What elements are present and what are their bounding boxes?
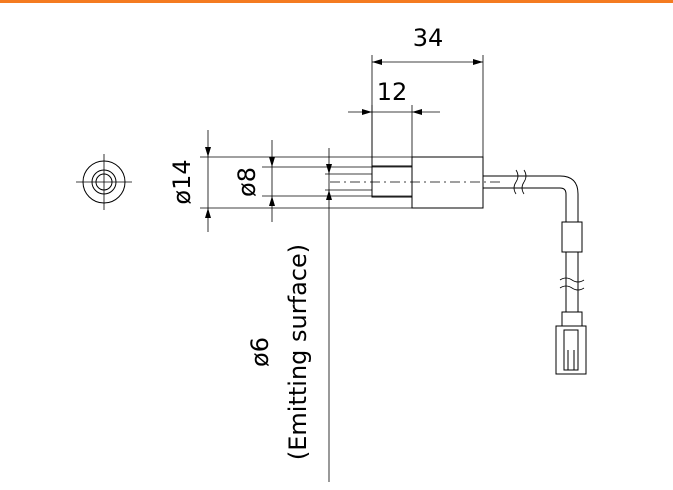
arrow-12-right: [412, 109, 422, 115]
main-body: [411, 156, 484, 209]
arrow-14-bottom: [205, 208, 211, 218]
arrow-34-left: [372, 59, 382, 65]
cable-break-1: [513, 169, 519, 195]
cable-bend-inner: [559, 187, 567, 195]
dim-tip-length: 12: [348, 78, 440, 166]
arrow-6-top: [326, 164, 332, 174]
label-emitting-diameter: ø6: [246, 337, 274, 367]
end-view: [76, 154, 132, 210]
vcable-break-1: [559, 277, 585, 283]
cable-sleeve: [561, 221, 583, 253]
label-outer-diameter: ø14: [168, 159, 196, 204]
arrow-8-top: [269, 157, 275, 167]
dim-overall-length: 34: [371, 24, 484, 166]
cable-bend-outer: [559, 175, 579, 195]
connector-body: [555, 325, 587, 375]
connector-slot: [563, 329, 579, 371]
label-overall-length: 34: [413, 24, 444, 52]
label-emitting-note: (Emitting surface): [284, 244, 312, 460]
dim-emitting-diameter: ø6 (Emitting surface): [246, 148, 372, 482]
tip-section: [371, 165, 413, 198]
arrow-8-bottom: [269, 196, 275, 206]
arrow-14-top: [205, 147, 211, 157]
dim-outer-diameter: ø14: [168, 130, 412, 232]
connector-neck: [561, 311, 583, 327]
dim-inner-diameter: ø8: [233, 140, 412, 222]
side-view: [330, 156, 587, 375]
arrow-6-bottom: [326, 190, 332, 200]
arrow-12-left: [362, 109, 372, 115]
label-tip-length: 12: [377, 78, 408, 106]
cable-break-2: [521, 169, 527, 195]
vcable-break-2: [559, 285, 585, 291]
label-inner-diameter: ø8: [233, 167, 261, 197]
arrow-34-right: [473, 59, 483, 65]
accent-top-bar: [0, 0, 673, 3]
